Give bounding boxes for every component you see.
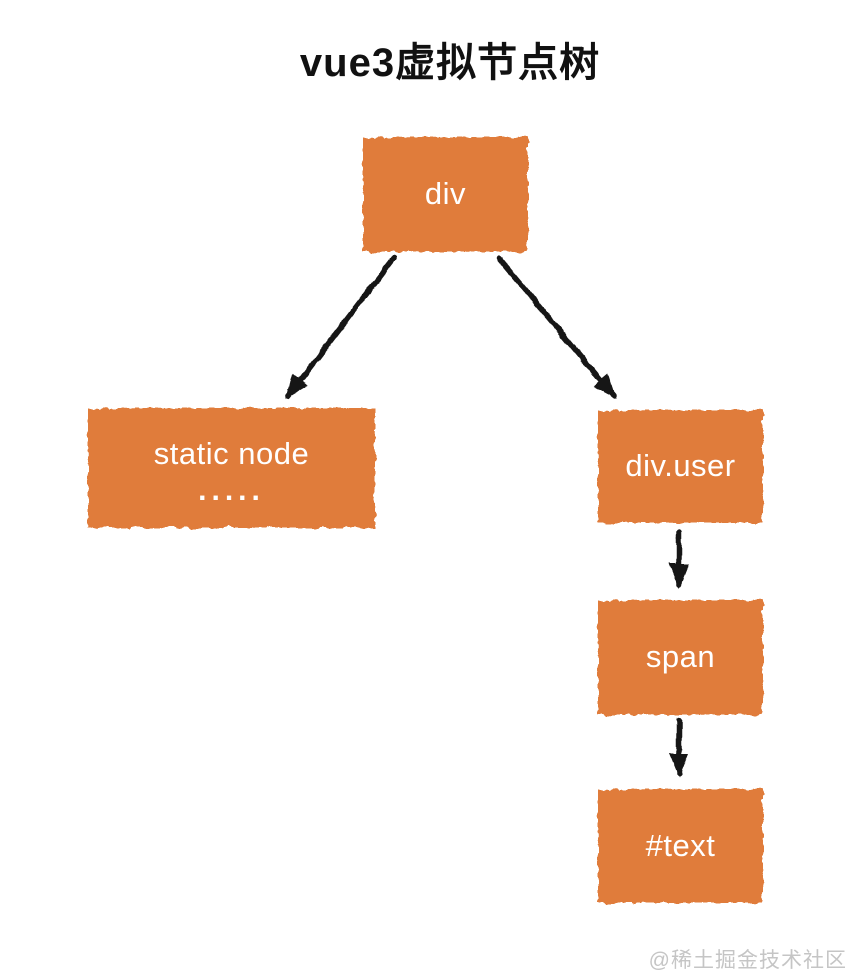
node-label: span — [645, 639, 716, 675]
watermark: @稀土掘金技术社区 — [648, 949, 847, 972]
node-div: div — [363, 137, 528, 252]
node-label: static node — [153, 435, 310, 471]
node-background — [88, 408, 375, 528]
node-sublabel-dots: ..... — [198, 474, 265, 508]
node-label: div — [424, 176, 467, 212]
node-background — [598, 600, 763, 715]
node-label: div.user — [625, 448, 736, 484]
node-background — [598, 789, 763, 903]
node-div-user: div.user — [598, 410, 763, 523]
node-label: #text — [645, 827, 716, 863]
edge-root-to-static — [285, 255, 397, 400]
node-text: #text — [598, 789, 763, 903]
node-static-node: static node ..... — [88, 408, 375, 528]
edge-root-to-divuser — [496, 255, 617, 400]
node-background — [363, 137, 528, 252]
node-background — [598, 410, 763, 523]
node-span: span — [598, 600, 763, 715]
diagram-title: vue3虚拟节点树 — [299, 41, 601, 85]
